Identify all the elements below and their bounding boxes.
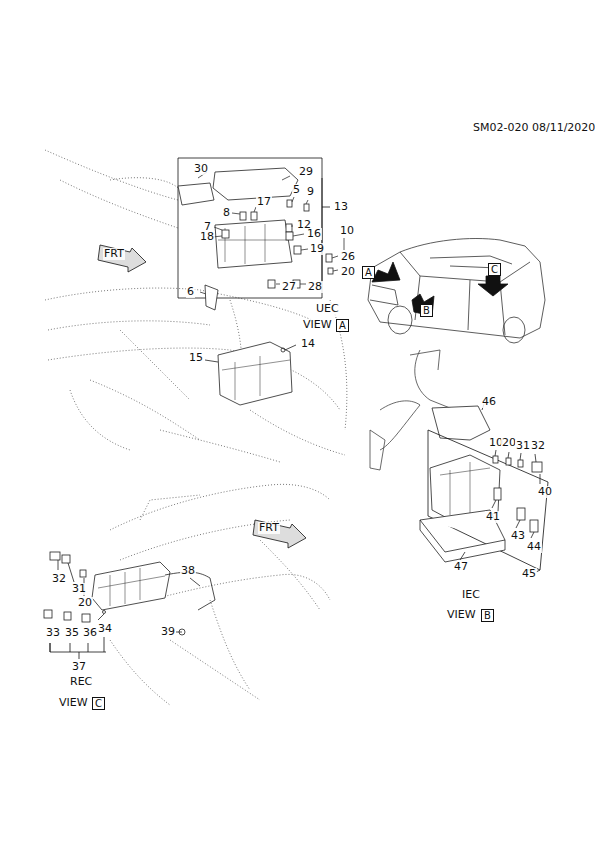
callout-number: 6 [186, 286, 195, 298]
view-letter: A [339, 320, 346, 331]
view-letter-box: A [336, 319, 349, 332]
callout-number: FRT [258, 522, 280, 534]
callout-number: 39 [160, 626, 176, 638]
drawing-code: SM02-020 08/11/2020 [472, 122, 595, 134]
callout-number: 9 [306, 186, 315, 198]
callout-number: VIEW [446, 609, 477, 621]
callout-number: 41 [485, 511, 501, 523]
view-letter-box: C [92, 697, 105, 710]
callout-number: 28 [307, 281, 323, 293]
callout-number: 40 [537, 486, 553, 498]
callout-number: 17 [256, 196, 272, 208]
callout-number: IEC [461, 589, 481, 601]
callout-number: 35 [64, 627, 80, 639]
callout-number: 45 [521, 568, 537, 580]
callout-number: 31 [515, 440, 531, 452]
callout-number: 33 [45, 627, 61, 639]
view-letter-box: B [420, 304, 433, 317]
callout-number: 44 [526, 541, 542, 553]
view-letter: B [484, 610, 491, 621]
callout-number: 10 [339, 225, 355, 237]
callout-number: VIEW [58, 697, 89, 709]
callout-number: 8 [222, 207, 231, 219]
callout-number: 19 [309, 243, 325, 255]
callout-number: 37 [71, 661, 87, 673]
callout-number: 31 [71, 583, 87, 595]
callout-number: 26 [340, 251, 356, 263]
callout-number: 46 [481, 396, 497, 408]
view-letter-box: A [362, 266, 375, 279]
callout-number: 15 [188, 352, 204, 364]
callout-number: 20 [77, 597, 93, 609]
view-letter: A [365, 267, 372, 278]
callout-number: 14 [300, 338, 316, 350]
callout-number: 32 [530, 440, 546, 452]
callout-number: 36 [82, 627, 98, 639]
callout-number: 32 [51, 573, 67, 585]
callout-number: 38 [180, 565, 196, 577]
callout-number: 13 [333, 201, 349, 213]
view-letter: B [423, 305, 430, 316]
callout-number: 5 [292, 184, 301, 196]
callout-number: 47 [453, 561, 469, 573]
callout-number: 30 [193, 163, 209, 175]
view-letter: C [491, 264, 498, 275]
callout-number: 34 [97, 623, 113, 635]
view-letter: C [95, 698, 102, 709]
callout-number: 18 [199, 231, 215, 243]
callout-number: REC [69, 676, 93, 688]
view-letter-box: C [488, 263, 501, 276]
callout-number: 27 [281, 281, 297, 293]
callout-number: VIEW [302, 319, 333, 331]
callout-number: FRT [103, 248, 125, 260]
callout-number: UEC [315, 303, 340, 315]
callout-number: 20 [340, 266, 356, 278]
callout-number: 16 [306, 228, 322, 240]
callout-number: 43 [510, 530, 526, 542]
view-letter-box: B [481, 609, 494, 622]
callout-number: 29 [298, 166, 314, 178]
